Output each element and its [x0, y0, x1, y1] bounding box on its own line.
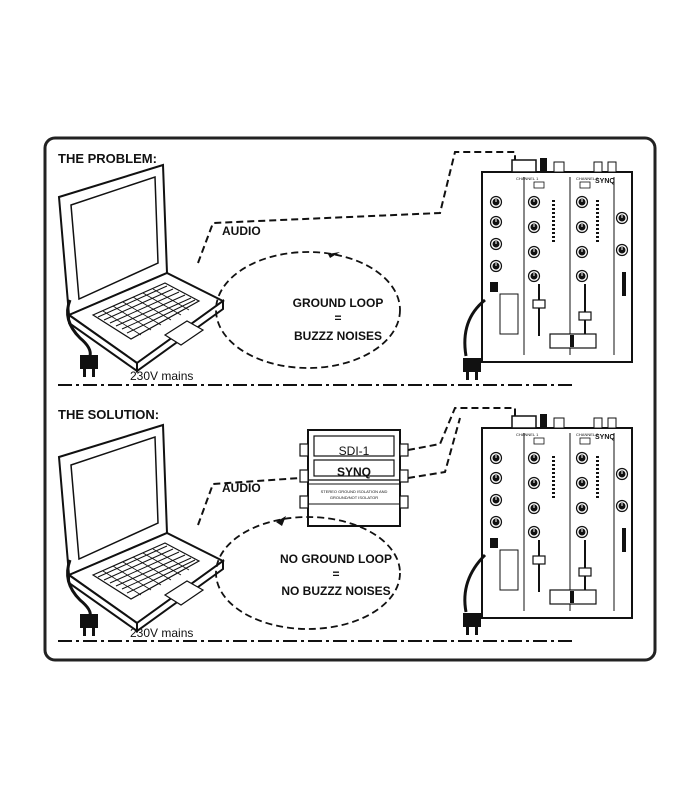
isolator-caption-1: STEREO GROUND ISOLATION AND: [321, 489, 388, 494]
solution-mixer: [482, 414, 632, 618]
solution-title: THE SOLUTION:: [58, 407, 159, 422]
problem-mixer-channel2: CHANNEL 2: [576, 176, 599, 181]
solution-ground-loop-ellipse: [215, 516, 401, 630]
problem-audio-cable: [197, 151, 516, 264]
problem-mixer: [482, 158, 632, 362]
problem-mains-label: 230V mains: [130, 369, 193, 383]
solution-loop-line1: NO GROUND LOOP: [280, 552, 392, 566]
problem-loop-line2: =: [334, 311, 341, 325]
solution-audio-cable-out-2: [407, 417, 461, 479]
problem-loop-arrow: [328, 252, 340, 258]
solution-mixer-brand: SYNQ: [595, 434, 615, 441]
problem-ground-loop-ellipse: [215, 251, 401, 369]
isolator-caption-2: GROUND/NOT ISOLATOR: [330, 495, 378, 500]
solution-audio-label: AUDIO: [222, 481, 261, 495]
solution-panel: THE SOLUTION: AUDIO SDI-1 SYNQ STEREO GR…: [58, 407, 632, 642]
problem-audio-label: AUDIO: [222, 224, 261, 238]
isolator-brand: SYNQ: [337, 465, 371, 479]
problem-loop-line1: GROUND LOOP: [293, 296, 384, 310]
solution-loop-line3: NO BUZZZ NOISES: [281, 584, 390, 598]
solution-mixer-power-cable: [463, 553, 487, 613]
solution-mixer-channel1: CHANNEL 1: [516, 432, 539, 437]
solution-loop-line2: =: [332, 567, 339, 581]
problem-loop-line3: BUZZZ NOISES: [294, 329, 382, 343]
solution-laptop-power-cable: [66, 559, 92, 617]
solution-loop-arrow: [276, 516, 286, 526]
isolator-model: SDI-1: [339, 444, 370, 458]
solution-audio-cable-out-1: [407, 407, 516, 451]
solution-mixer-channel2: CHANNEL 2: [576, 432, 599, 437]
problem-mixer-channel1: CHANNEL 1: [516, 176, 539, 181]
problem-panel: THE PROBLEM: AUDIO SYNQ CHANNEL 1 CHANNE…: [58, 151, 632, 386]
problem-laptop-power-cable: [66, 299, 92, 357]
solution-mains-label: 230V mains: [130, 626, 193, 640]
solution-audio-cable-in: [197, 477, 301, 526]
problem-mixer-power-cable: [463, 298, 486, 357]
problem-title: THE PROBLEM:: [58, 151, 157, 166]
problem-mixer-brand: SYNQ: [595, 178, 615, 185]
